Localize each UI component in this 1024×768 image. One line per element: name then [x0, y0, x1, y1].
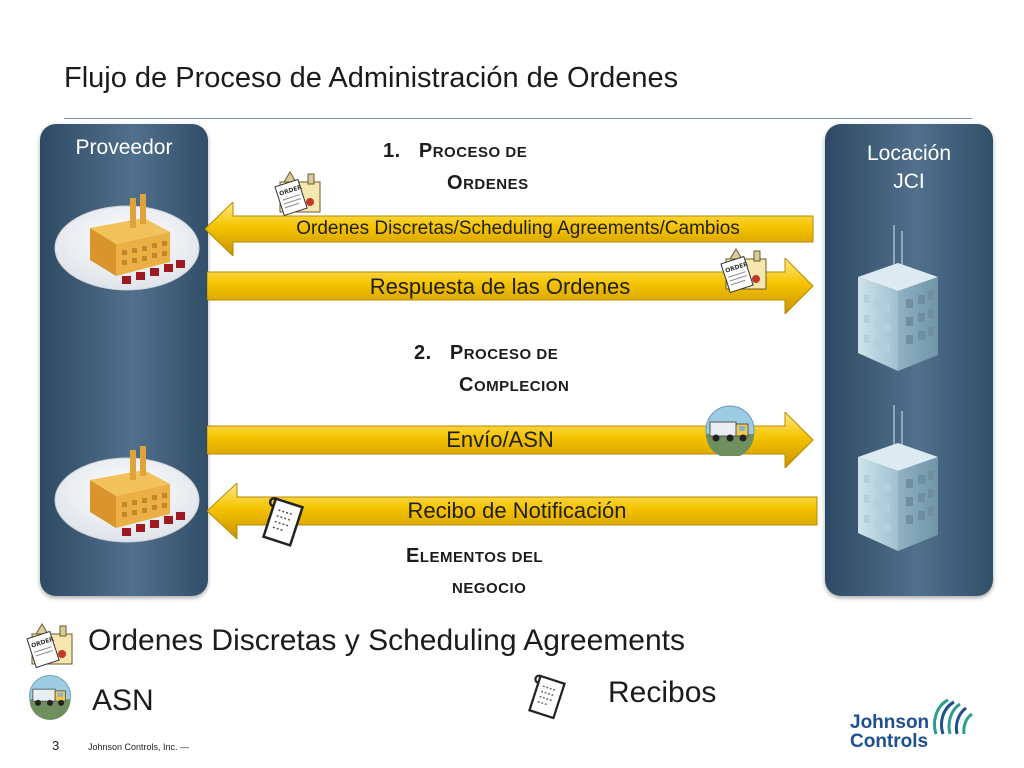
receipt-icon — [261, 497, 305, 547]
section-number: 1. — [383, 140, 401, 162]
section-heading-order-process-line2: ORDENES — [447, 172, 529, 195]
section-heading-order-process: 1. PROCESO DE — [383, 140, 527, 163]
order-document-icon: ORDER — [26, 623, 73, 669]
company-logo: Johnson Controls — [850, 713, 929, 751]
office-building-icon — [858, 225, 938, 371]
heading-initial: O — [447, 172, 464, 194]
jci-label-line2: JCI — [893, 170, 925, 193]
section-number: 2. — [414, 342, 432, 364]
jci-label-line1: Locación — [866, 142, 952, 165]
title-divider — [64, 118, 972, 119]
office-building-icon — [858, 405, 938, 551]
heading-text: OMPLECION — [473, 378, 570, 395]
heading-initial: E — [406, 545, 420, 567]
heading-text: ROCESO DE — [463, 346, 559, 363]
supplier-label: Proveedor — [75, 136, 173, 159]
heading-text: RDENES — [463, 176, 529, 193]
page-number: 3 — [52, 738, 60, 753]
heading-initial: P — [418, 140, 433, 162]
logo-line2: Controls — [850, 731, 929, 752]
slide-title: Flujo de Proceso de Administración de Or… — [64, 62, 679, 94]
receipt-label: Recibo de Notificación — [407, 498, 627, 523]
receipt-icon — [528, 674, 566, 720]
section-heading-business-elements: ELEMENTOS DEL — [406, 545, 543, 568]
orders-arrow — [205, 202, 814, 256]
factory-icon — [54, 194, 200, 291]
truck-icon — [705, 405, 755, 456]
logo-line1: Johnson — [850, 712, 930, 733]
order-document-icon: ORDER — [720, 248, 767, 294]
heading-text: LEMENTOS DEL — [419, 549, 544, 566]
section-heading-completion-process: 2. PROCESO DE — [414, 342, 558, 365]
order-response-label: Respuesta de las Ordenes — [369, 274, 631, 299]
section-heading-business-elements-line2: NEGOCIO — [452, 580, 527, 597]
shipment-label: Envío/ASN — [446, 427, 554, 452]
receipt-arrow — [207, 483, 818, 539]
legend-receipts: Recibos — [608, 676, 717, 709]
legend-asn: ASN — [92, 684, 154, 717]
truck-icon — [29, 675, 71, 720]
order-document-icon: ORDER — [274, 171, 321, 216]
heading-text: ROCESO DE — [432, 144, 528, 161]
heading-initial: C — [459, 374, 474, 396]
orders-arrow-label: Ordenes Discretas/Scheduling Agreements/… — [296, 218, 740, 239]
section-heading-completion-process-line2: COMPLECION — [459, 374, 569, 397]
logo-emblem-icon — [933, 698, 973, 735]
shipment-arrow — [207, 412, 814, 468]
footer-company: Johnson Controls, Inc. — — [88, 742, 190, 752]
factory-icon — [54, 446, 200, 543]
legend-orders: Ordenes Discretas y Scheduling Agreement… — [88, 624, 685, 657]
heading-initial: P — [449, 342, 464, 364]
order-response-arrow — [207, 258, 814, 314]
